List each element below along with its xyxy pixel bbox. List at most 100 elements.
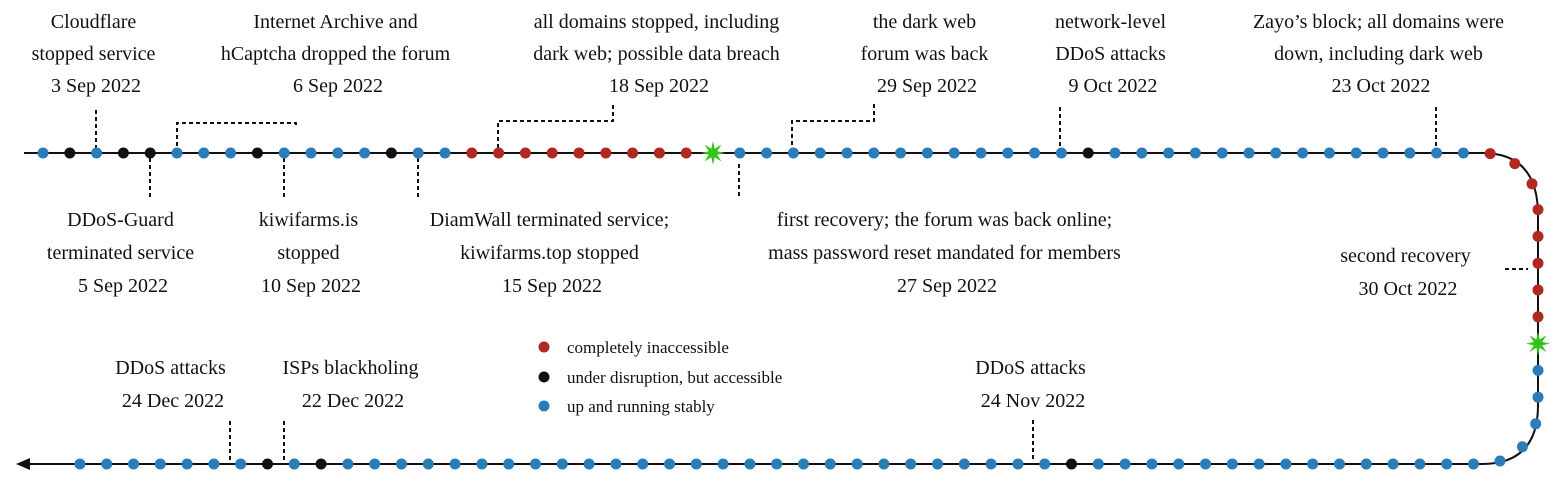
day-dot-stable (895, 147, 907, 159)
day-dot-stable (1055, 147, 1067, 159)
event-label-all-domains: all domains stopped, including dark web;… (533, 11, 785, 97)
day-dot-stable (717, 458, 729, 470)
day-dot-inaccessible (1484, 148, 1496, 160)
day-dot-stable (530, 458, 541, 470)
day-dot-stable (181, 458, 193, 470)
day-dot-stable (744, 458, 756, 470)
day-dot-inaccessible (1532, 230, 1544, 242)
day-dot-stable (1146, 458, 1158, 470)
day-dot-stable (824, 458, 836, 470)
day-dot-stable (1377, 147, 1389, 159)
day-dot-stable (1494, 455, 1506, 467)
leader-archive-hcaptcha (176, 122, 297, 149)
day-dot-stable (1092, 458, 1104, 470)
day-dot-stable (878, 458, 890, 470)
day-dot-stable (1270, 147, 1282, 159)
event-label-diamwall: DiamWall terminated service; kiwifarms.t… (430, 209, 674, 297)
day-dot-stable (128, 458, 139, 470)
day-dot-stable (37, 147, 49, 159)
legend-label-disrupted: under disruption, but accessible (567, 368, 782, 387)
day-dot-stable (1532, 364, 1544, 376)
day-dot-stable (556, 458, 568, 470)
day-dot-stable (396, 458, 407, 470)
day-dot-inaccessible (546, 147, 558, 159)
event-label-ddos-guard: DDoS-Guard terminated service 5 Sep 2022 (47, 209, 199, 297)
event-label-archive-hcaptcha: Internet Archive and hCaptcha dropped th… (221, 11, 455, 97)
day-dot-stable (332, 147, 344, 159)
day-dot-disrupted (251, 147, 263, 159)
legend-marker-stable (538, 400, 550, 412)
day-dot-stable (1029, 147, 1041, 159)
day-dot-stable (975, 147, 987, 159)
day-dot-stable (101, 458, 113, 470)
event-label-isps-blackholing: ISPs blackholing 22 Dec 2022 (282, 357, 423, 412)
day-dot-stable (761, 147, 773, 159)
timeline-dots (37, 141, 1550, 470)
day-dot-stable (787, 147, 799, 159)
day-dot-stable (905, 458, 917, 470)
day-dot-stable (422, 458, 434, 470)
day-dot-stable (1109, 147, 1121, 159)
day-dot-stable (369, 458, 381, 470)
day-dot-stable (225, 147, 237, 159)
legend-marker-disrupted (538, 371, 550, 383)
day-dot-stable (1039, 458, 1051, 470)
day-dot-inaccessible (466, 147, 478, 159)
day-dot-stable (1414, 458, 1426, 470)
day-dot-stable (1323, 147, 1335, 159)
day-dot-inaccessible (1526, 178, 1538, 190)
recovery-star-icon (701, 141, 725, 165)
event-label-second-recovery: second recovery 30 Oct 2022 (1340, 245, 1476, 300)
day-dot-stable (1280, 458, 1292, 470)
day-dot-stable (171, 147, 183, 159)
day-dot-stable (1119, 458, 1131, 470)
day-dot-stable (610, 458, 622, 470)
day-dot-stable (1468, 458, 1479, 470)
day-dot-stable (342, 458, 354, 470)
event-label-cloudflare: Cloudflare stopped service 3 Sep 2022 (32, 11, 161, 97)
day-dot-stable (1334, 458, 1345, 470)
day-dot-stable (734, 147, 746, 159)
day-dot-stable (476, 458, 488, 470)
day-dot-stable (921, 147, 933, 159)
day-dot-inaccessible (573, 147, 585, 159)
day-dot-stable (1253, 458, 1265, 470)
leader-dark-web-back (791, 104, 875, 149)
day-dot-stable (235, 458, 247, 470)
day-dot-disrupted (315, 458, 327, 470)
day-dot-inaccessible (627, 147, 639, 159)
day-dot-stable (1002, 147, 1014, 159)
day-dot-stable (1226, 458, 1238, 470)
legend-label-stable: up and running stably (567, 397, 715, 416)
day-dot-disrupted (117, 147, 129, 159)
arrow-head-icon (16, 458, 30, 470)
day-dot-stable (288, 458, 300, 470)
day-dot-stable (1532, 391, 1544, 403)
day-dot-stable (1404, 147, 1416, 159)
day-dot-inaccessible (1532, 204, 1544, 216)
day-dot-stable (154, 458, 166, 470)
legend: completely inaccessible under disruption… (538, 338, 782, 416)
day-dot-disrupted (64, 147, 76, 159)
day-dot-disrupted (144, 147, 156, 159)
day-dot-stable (1457, 147, 1469, 159)
day-dot-inaccessible (680, 147, 692, 159)
day-dot-stable (868, 147, 880, 159)
event-label-first-recovery: first recovery; the forum was back onlin… (768, 209, 1126, 297)
day-dot-stable (932, 458, 943, 470)
legend-marker-inaccessible (538, 341, 550, 353)
day-dot-stable (1307, 458, 1319, 470)
day-dot-stable (1441, 458, 1453, 470)
day-dot-stable (851, 458, 863, 470)
timeline-track (24, 152, 1539, 465)
day-dot-stable (1200, 458, 1211, 470)
day-dot-stable (771, 458, 783, 470)
day-dot-disrupted (385, 147, 397, 159)
day-dot-stable (208, 458, 220, 470)
day-dot-stable (449, 458, 461, 470)
day-dot-disrupted (1082, 147, 1094, 159)
day-dot-inaccessible (1532, 311, 1544, 323)
day-dot-stable (1297, 147, 1309, 159)
